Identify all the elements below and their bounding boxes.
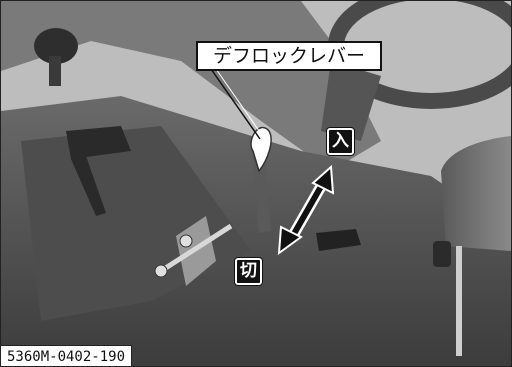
movement-arrow-shaft xyxy=(288,181,326,241)
seat-post xyxy=(456,246,462,356)
movement-arrow-head-up xyxy=(311,164,335,195)
callout-leader-line xyxy=(210,68,261,140)
callout-leader-line-inner xyxy=(215,68,265,139)
engaged-position-badge: 入 xyxy=(327,128,354,155)
pedal-arm xyxy=(71,156,106,216)
seat-lever-knob xyxy=(433,241,451,267)
linkage-rod xyxy=(159,223,233,274)
linkage-pivot-2 xyxy=(179,234,193,248)
seat xyxy=(441,136,511,251)
throttle-knob xyxy=(34,28,78,64)
steering-column xyxy=(321,61,381,141)
diff-lock-lever-grip xyxy=(250,126,272,173)
throttle-stem xyxy=(49,56,61,86)
movement-arrow-head-down xyxy=(277,225,303,256)
brake-pedal xyxy=(66,126,131,159)
figure-id-caption: 5360M-0402-190 xyxy=(1,345,133,366)
lever-callout-label: デフロックレバー xyxy=(196,41,382,71)
right-pedal xyxy=(316,229,361,251)
linkage-pivot xyxy=(154,264,168,278)
disengaged-position-badge: 切 xyxy=(235,258,262,285)
